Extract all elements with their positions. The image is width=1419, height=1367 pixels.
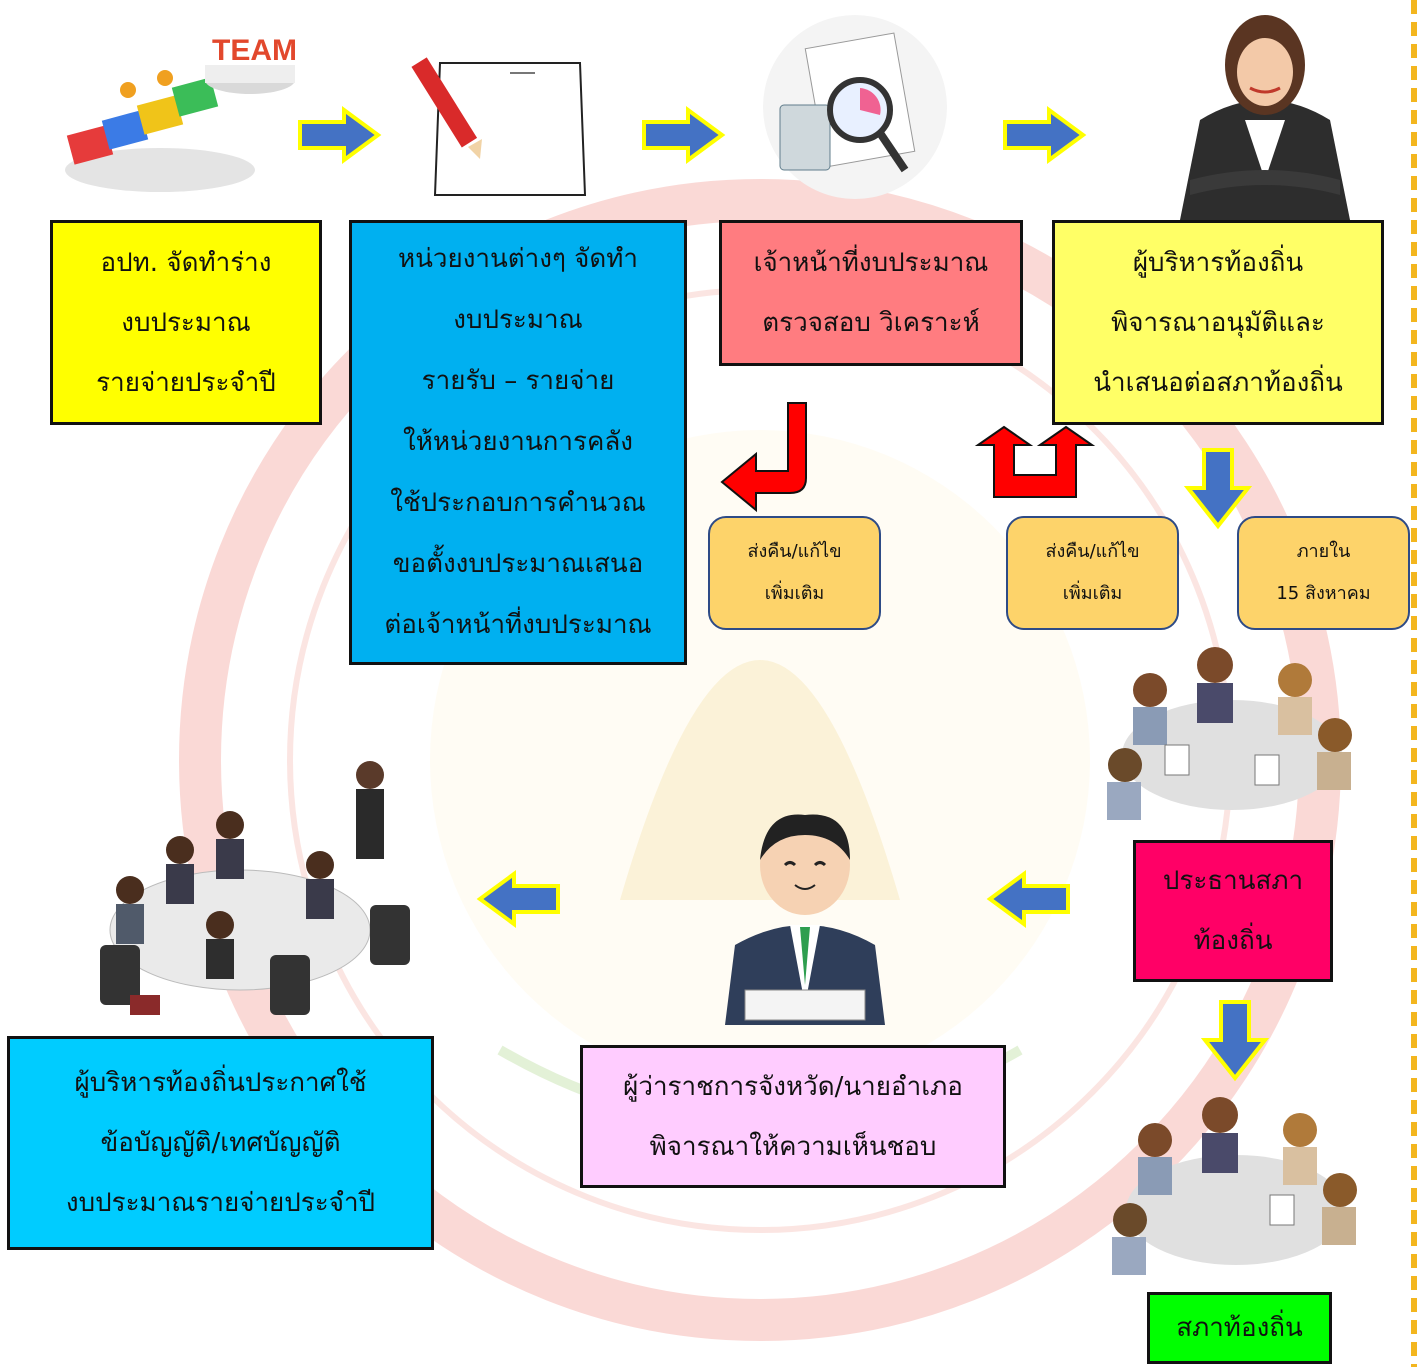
arrow-down-2	[1200, 1000, 1270, 1082]
step4-line: นำเสนอต่อสภาท้องถิ่น	[1093, 367, 1343, 398]
step5-line: ประธานสภา	[1162, 866, 1304, 896]
step6-line: สภาท้องถิ่น	[1176, 1313, 1303, 1343]
step2-line: ใช้ประกอบการคำนวณ	[390, 488, 646, 518]
step2-line: งบประมาณ	[453, 305, 583, 335]
arrow-right-3	[1003, 106, 1087, 164]
step8-line: งบประมาณรายจ่ายประจำปี	[65, 1188, 376, 1218]
note-line: ส่งคืน/แก้ไข	[1045, 541, 1140, 562]
note-line: 15 สิงหาคม	[1276, 583, 1371, 604]
step-box-3: เจ้าหน้าที่งบประมาณ ตรวจสอบ วิเคราะห์	[719, 220, 1023, 366]
step7-line: พิจารณาให้ความเห็นชอบ	[649, 1131, 937, 1162]
step8-line: ผู้บริหารท้องถิ่นประกาศใช้	[74, 1068, 367, 1098]
step2-line: ขอตั้งงบประมาณเสนอ	[392, 549, 644, 579]
step4-line: ผู้บริหารท้องถิ่น	[1132, 247, 1304, 278]
budget-analysis-image	[763, 15, 947, 199]
note-line: ส่งคืน/แก้ไข	[747, 541, 842, 562]
step-box-4: ผู้บริหารท้องถิ่น พิจารณาอนุมัติและ นำเส…	[1052, 220, 1384, 425]
arrow-left-2	[476, 870, 560, 928]
governor-image	[725, 814, 885, 1025]
step2-line: ให้หน่วยงานการคลัง	[403, 427, 633, 457]
step3-line: ตรวจสอบ วิเคราะห์	[762, 308, 980, 338]
document-pencil-image	[411, 57, 587, 196]
step-box-1: อปท. จัดทำร่าง งบประมาณ รายจ่ายประจำปี	[50, 220, 322, 425]
team-label: TEAM	[212, 34, 297, 67]
note-line: ภายใน	[1296, 541, 1351, 562]
step-box-6: สภาท้องถิ่น	[1147, 1292, 1332, 1364]
note-line: เพิ่มเติม	[764, 583, 825, 604]
step-box-2: หน่วยงานต่างๆ จัดทำ งบประมาณ รายรับ – รา…	[349, 220, 687, 665]
return-arrow-1	[720, 402, 807, 513]
step7-line: ผู้ว่าราชการจังหวัด/นายอำเภอ	[623, 1071, 963, 1102]
step8-line: ข้อบัญญัติ/เทศบัญญัติ	[100, 1128, 341, 1158]
team-puzzle-image: TEAM	[65, 34, 297, 192]
executive-woman-image	[1180, 15, 1350, 220]
step2-line: หน่วยงานต่างๆ จัดทำ	[397, 244, 639, 274]
note-return-2: ส่งคืน/แก้ไข เพิ่มเติม	[1006, 516, 1179, 630]
step5-line: ท้องถิ่น	[1193, 926, 1273, 956]
step1-line: รายจ่ายประจำปี	[96, 367, 276, 398]
step-box-8: ผู้บริหารท้องถิ่นประกาศใช้ ข้อบัญญัติ/เท…	[7, 1036, 434, 1250]
note-line: เพิ่มเติม	[1062, 583, 1123, 604]
step2-line: รายรับ – รายจ่าย	[421, 366, 615, 396]
step4-line: พิจารณาอนุมัติและ	[1111, 307, 1325, 338]
arrow-down-1	[1183, 448, 1253, 530]
return-arrow-2	[974, 425, 1096, 498]
dashed-right-border	[1411, 0, 1417, 1367]
step3-line: เจ้าหน้าที่งบประมาณ	[753, 248, 989, 278]
step1-line: งบประมาณ	[121, 307, 251, 338]
step-box-5: ประธานสภา ท้องถิ่น	[1133, 840, 1333, 982]
note-deadline: ภายใน 15 สิงหาคม	[1237, 516, 1410, 630]
note-return-1: ส่งคืน/แก้ไข เพิ่มเติม	[708, 516, 881, 630]
boardroom-meeting-image	[100, 761, 410, 1015]
council-meeting-image-2	[1112, 1097, 1357, 1275]
arrow-left-1	[986, 870, 1070, 928]
step-box-7: ผู้ว่าราชการจังหวัด/นายอำเภอ พิจารณาให้ค…	[580, 1045, 1006, 1188]
step2-line: ต่อเจ้าหน้าที่งบประมาณ	[384, 610, 652, 640]
arrow-right-1	[298, 106, 382, 164]
council-meeting-image-1	[1107, 647, 1352, 820]
step1-line: อปท. จัดทำร่าง	[100, 247, 272, 278]
arrow-right-2	[642, 106, 726, 164]
